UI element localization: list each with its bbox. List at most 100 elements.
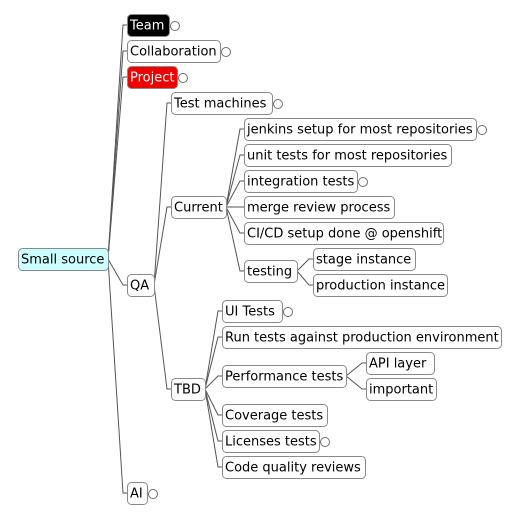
node-box-project	[127, 66, 178, 89]
node-box-code-quality-reviews	[222, 456, 366, 479]
connector-small-source-to-qa	[107, 258, 127, 286]
connector-small-source-to-project	[107, 76, 127, 260]
node-box-test-machines	[171, 92, 273, 115]
connector-tbd-to-performance-tests	[204, 375, 222, 390]
expand-toggle-icon[interactable]	[358, 177, 368, 187]
expand-toggle-icon[interactable]	[178, 73, 188, 83]
expand-toggle-icon[interactable]	[320, 437, 330, 447]
node-label-testing: testing	[247, 265, 292, 280]
connector-performance-tests-to-api-layer	[345, 362, 366, 377]
expand-toggle-icon[interactable]	[148, 489, 158, 499]
node-box-production-instance	[313, 274, 448, 297]
expand-toggle-icon[interactable]	[170, 21, 180, 31]
node-ci-cd-setup-done-openshift[interactable]: CI/CD setup done @ openshift	[244, 222, 444, 245]
node-label-unit-tests-for-most-repositories: unit tests for most repositories	[247, 149, 447, 164]
node-box-api-layer	[366, 352, 435, 375]
node-box-unit-tests-for-most-repositories	[244, 144, 452, 167]
connector-tbd-to-licenses-tests	[204, 388, 222, 442]
node-current[interactable]: Current	[171, 196, 227, 219]
node-small-source[interactable]: Small source	[18, 248, 109, 271]
expand-toggle-icon[interactable]	[273, 99, 283, 109]
node-label-licenses-tests: Licenses tests	[225, 435, 317, 450]
node-team[interactable]: Team	[127, 14, 170, 37]
connector-current-to-ci-cd-setup-done-openshift	[225, 206, 244, 234]
node-ai[interactable]: AI	[127, 482, 148, 505]
fold-indicators	[148, 21, 487, 499]
node-integration-tests[interactable]: integration tests	[244, 170, 358, 193]
node-important[interactable]: important	[366, 378, 437, 401]
connector-current-to-unit-tests-for-most-repositories	[225, 154, 244, 208]
node-label-ci-cd-setup-done-openshift: CI/CD setup done @ openshift	[247, 227, 442, 242]
node-label-qa: QA	[130, 279, 149, 294]
connector-small-source-to-collaboration	[107, 50, 127, 260]
node-box-merge-review-process	[244, 196, 395, 219]
node-box-integration-tests	[244, 170, 358, 193]
node-box-run-tests-against-production-environment	[222, 326, 502, 349]
node-label-project: Project	[130, 71, 174, 86]
node-box-team	[127, 14, 170, 37]
node-collaboration[interactable]: Collaboration	[127, 40, 221, 63]
connector-qa-to-current	[153, 206, 171, 286]
node-label-test-machines: Test machines	[173, 97, 267, 112]
node-label-coverage-tests: Coverage tests	[225, 409, 323, 424]
expand-toggle-icon[interactable]	[477, 125, 487, 135]
connector-qa-to-tbd	[153, 284, 171, 390]
node-box-ci-cd-setup-done-openshift	[244, 222, 444, 245]
node-box-testing	[244, 260, 298, 283]
node-label-code-quality-reviews: Code quality reviews	[225, 461, 361, 476]
node-label-run-tests-against-production-environment: Run tests against production environment	[225, 331, 499, 346]
node-box-stage-instance	[313, 248, 416, 271]
node-coverage-tests[interactable]: Coverage tests	[222, 404, 328, 427]
expand-toggle-icon[interactable]	[283, 307, 293, 317]
node-stage-instance[interactable]: stage instance	[313, 248, 416, 271]
node-unit-tests-for-most-repositories[interactable]: unit tests for most repositories	[244, 144, 452, 167]
node-label-collaboration: Collaboration	[130, 45, 217, 60]
node-label-production-instance: production instance	[316, 279, 445, 294]
node-testing[interactable]: testing	[244, 260, 298, 283]
connector-small-source-to-ai	[107, 258, 127, 494]
connector-current-to-jenkins-setup-for-most-repositories	[225, 128, 244, 208]
node-label-performance-tests: Performance tests	[225, 370, 343, 385]
node-ui-tests[interactable]: UI Tests	[222, 300, 283, 323]
node-label-current: Current	[174, 201, 223, 216]
connector-tbd-to-run-tests-against-production-environment	[204, 336, 222, 390]
node-label-integration-tests: integration tests	[247, 175, 355, 190]
expand-toggle-icon[interactable]	[221, 47, 231, 57]
node-label-merge-review-process: merge review process	[247, 201, 390, 216]
node-project[interactable]: Project	[127, 66, 178, 89]
connector-testing-to-production-instance	[296, 270, 313, 286]
connector-tbd-to-ui-tests	[204, 310, 222, 390]
node-label-team: Team	[129, 19, 164, 34]
node-label-important: important	[369, 383, 433, 398]
node-test-machines[interactable]: Test machines	[171, 92, 273, 115]
connector-tbd-to-code-quality-reviews	[204, 388, 222, 468]
connector-small-source-to-team	[107, 24, 127, 260]
node-box-small-source	[18, 248, 109, 271]
node-box-ai	[127, 482, 148, 505]
node-tbd[interactable]: TBD	[171, 378, 206, 401]
node-qa[interactable]: QA	[127, 274, 155, 297]
node-code-quality-reviews[interactable]: Code quality reviews	[222, 456, 366, 479]
node-label-small-source: Small source	[21, 253, 104, 268]
node-label-stage-instance: stage instance	[316, 253, 411, 268]
connector-qa-to-test-machines	[153, 102, 171, 286]
connector-current-to-integration-tests	[225, 180, 244, 208]
node-jenkins-setup-for-most-repositories[interactable]: jenkins setup for most repositories	[244, 118, 477, 141]
node-merge-review-process[interactable]: merge review process	[244, 196, 395, 219]
node-box-qa	[127, 274, 155, 297]
node-label-tbd: TBD	[173, 383, 201, 398]
node-box-tbd	[171, 378, 206, 401]
node-licenses-tests[interactable]: Licenses tests	[222, 430, 320, 453]
connector-current-to-testing	[225, 206, 244, 272]
node-run-tests-against-production-environment[interactable]: Run tests against production environment	[222, 326, 502, 349]
node-box-collaboration	[127, 40, 221, 63]
node-api-layer[interactable]: API layer	[366, 352, 435, 375]
connector-tbd-to-coverage-tests	[204, 388, 222, 416]
node-performance-tests[interactable]: Performance tests	[222, 365, 347, 388]
node-box-licenses-tests	[222, 430, 320, 453]
node-label-ui-tests: UI Tests	[225, 305, 275, 320]
node-production-instance[interactable]: production instance	[313, 274, 448, 297]
node-box-current	[171, 196, 227, 219]
